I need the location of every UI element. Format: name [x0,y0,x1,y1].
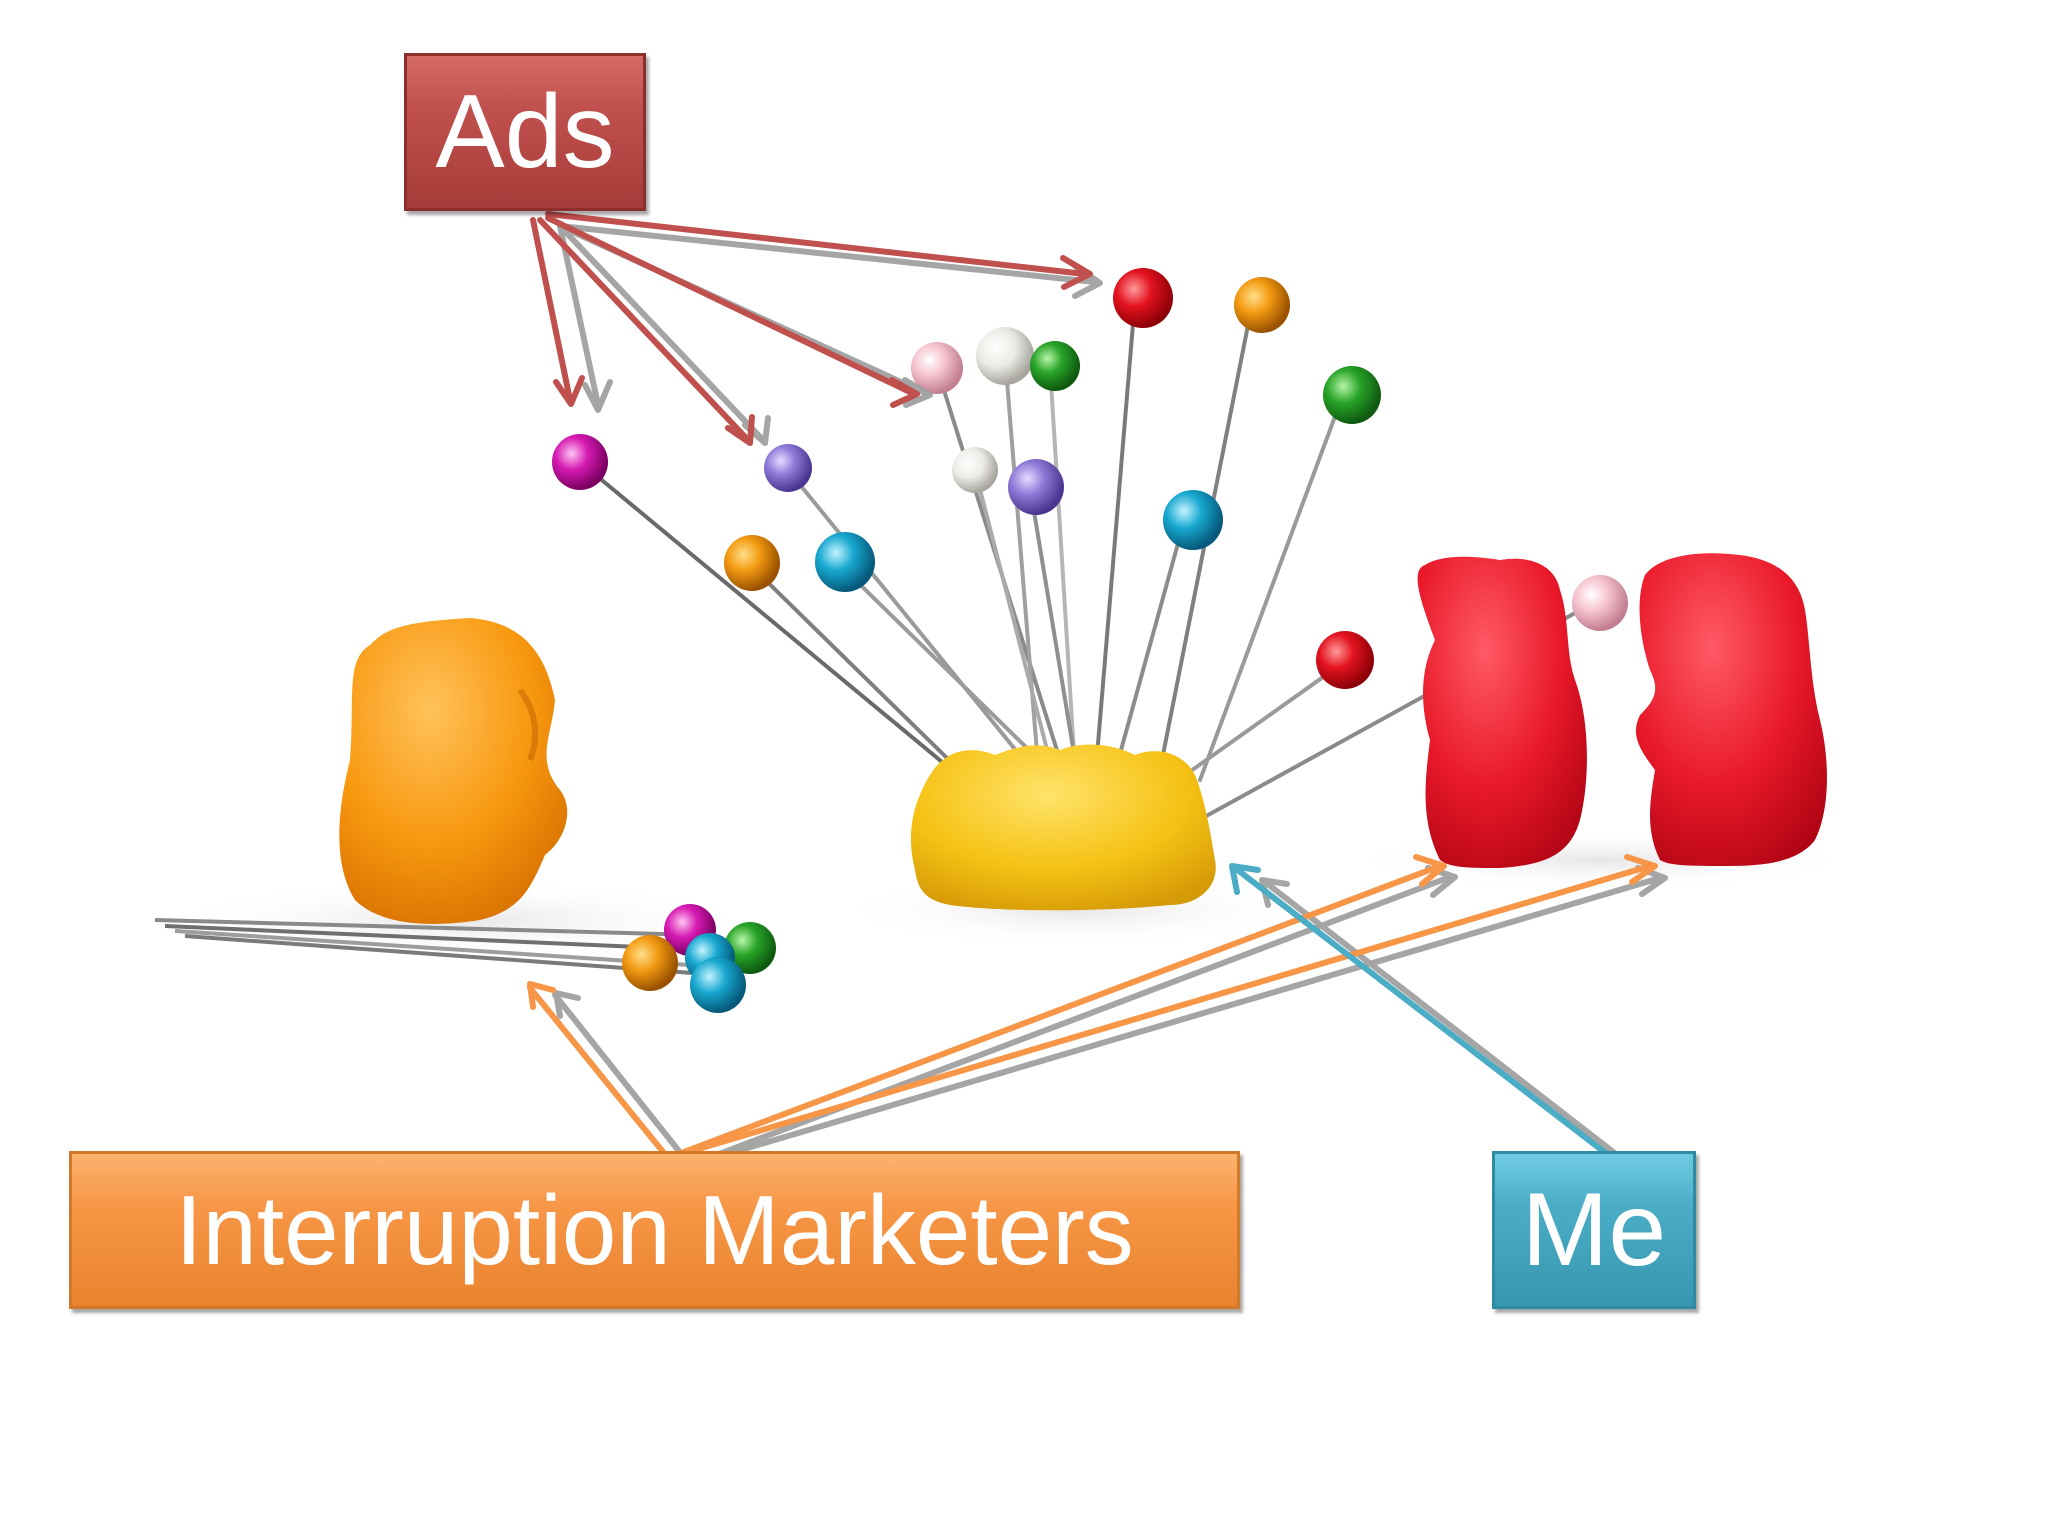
red-gummy-bear-left [1417,556,1587,868]
standing-pin-shafts [578,298,1597,827]
ads-arrow-purple-pin [537,217,751,443]
ads-arrow-pink-pin [545,215,915,396]
yellow-gummy-pincushion [910,744,1216,911]
pin-heads [552,268,1628,689]
orange-gummy-bear [339,618,568,924]
marketers-arrow-pins [527,985,671,1161]
ads-label: Ads [404,53,646,211]
ads-arrow-red-pin [545,211,1088,277]
lying-pins [154,904,776,1013]
ads-arrows [530,211,1093,446]
marketers-arrow-left-red-bear [665,863,1443,1161]
me-label: Me [1492,1151,1696,1309]
red-gummy-bear-right [1635,553,1827,866]
interruption-marketers-label: Interruption Marketers [69,1151,1240,1309]
marketers-arrows [527,854,1658,1161]
me-arrow [1229,863,1615,1161]
ads-arrow-magenta-pin [530,217,573,403]
marketers-arrow-right-red-bear [665,863,1653,1161]
